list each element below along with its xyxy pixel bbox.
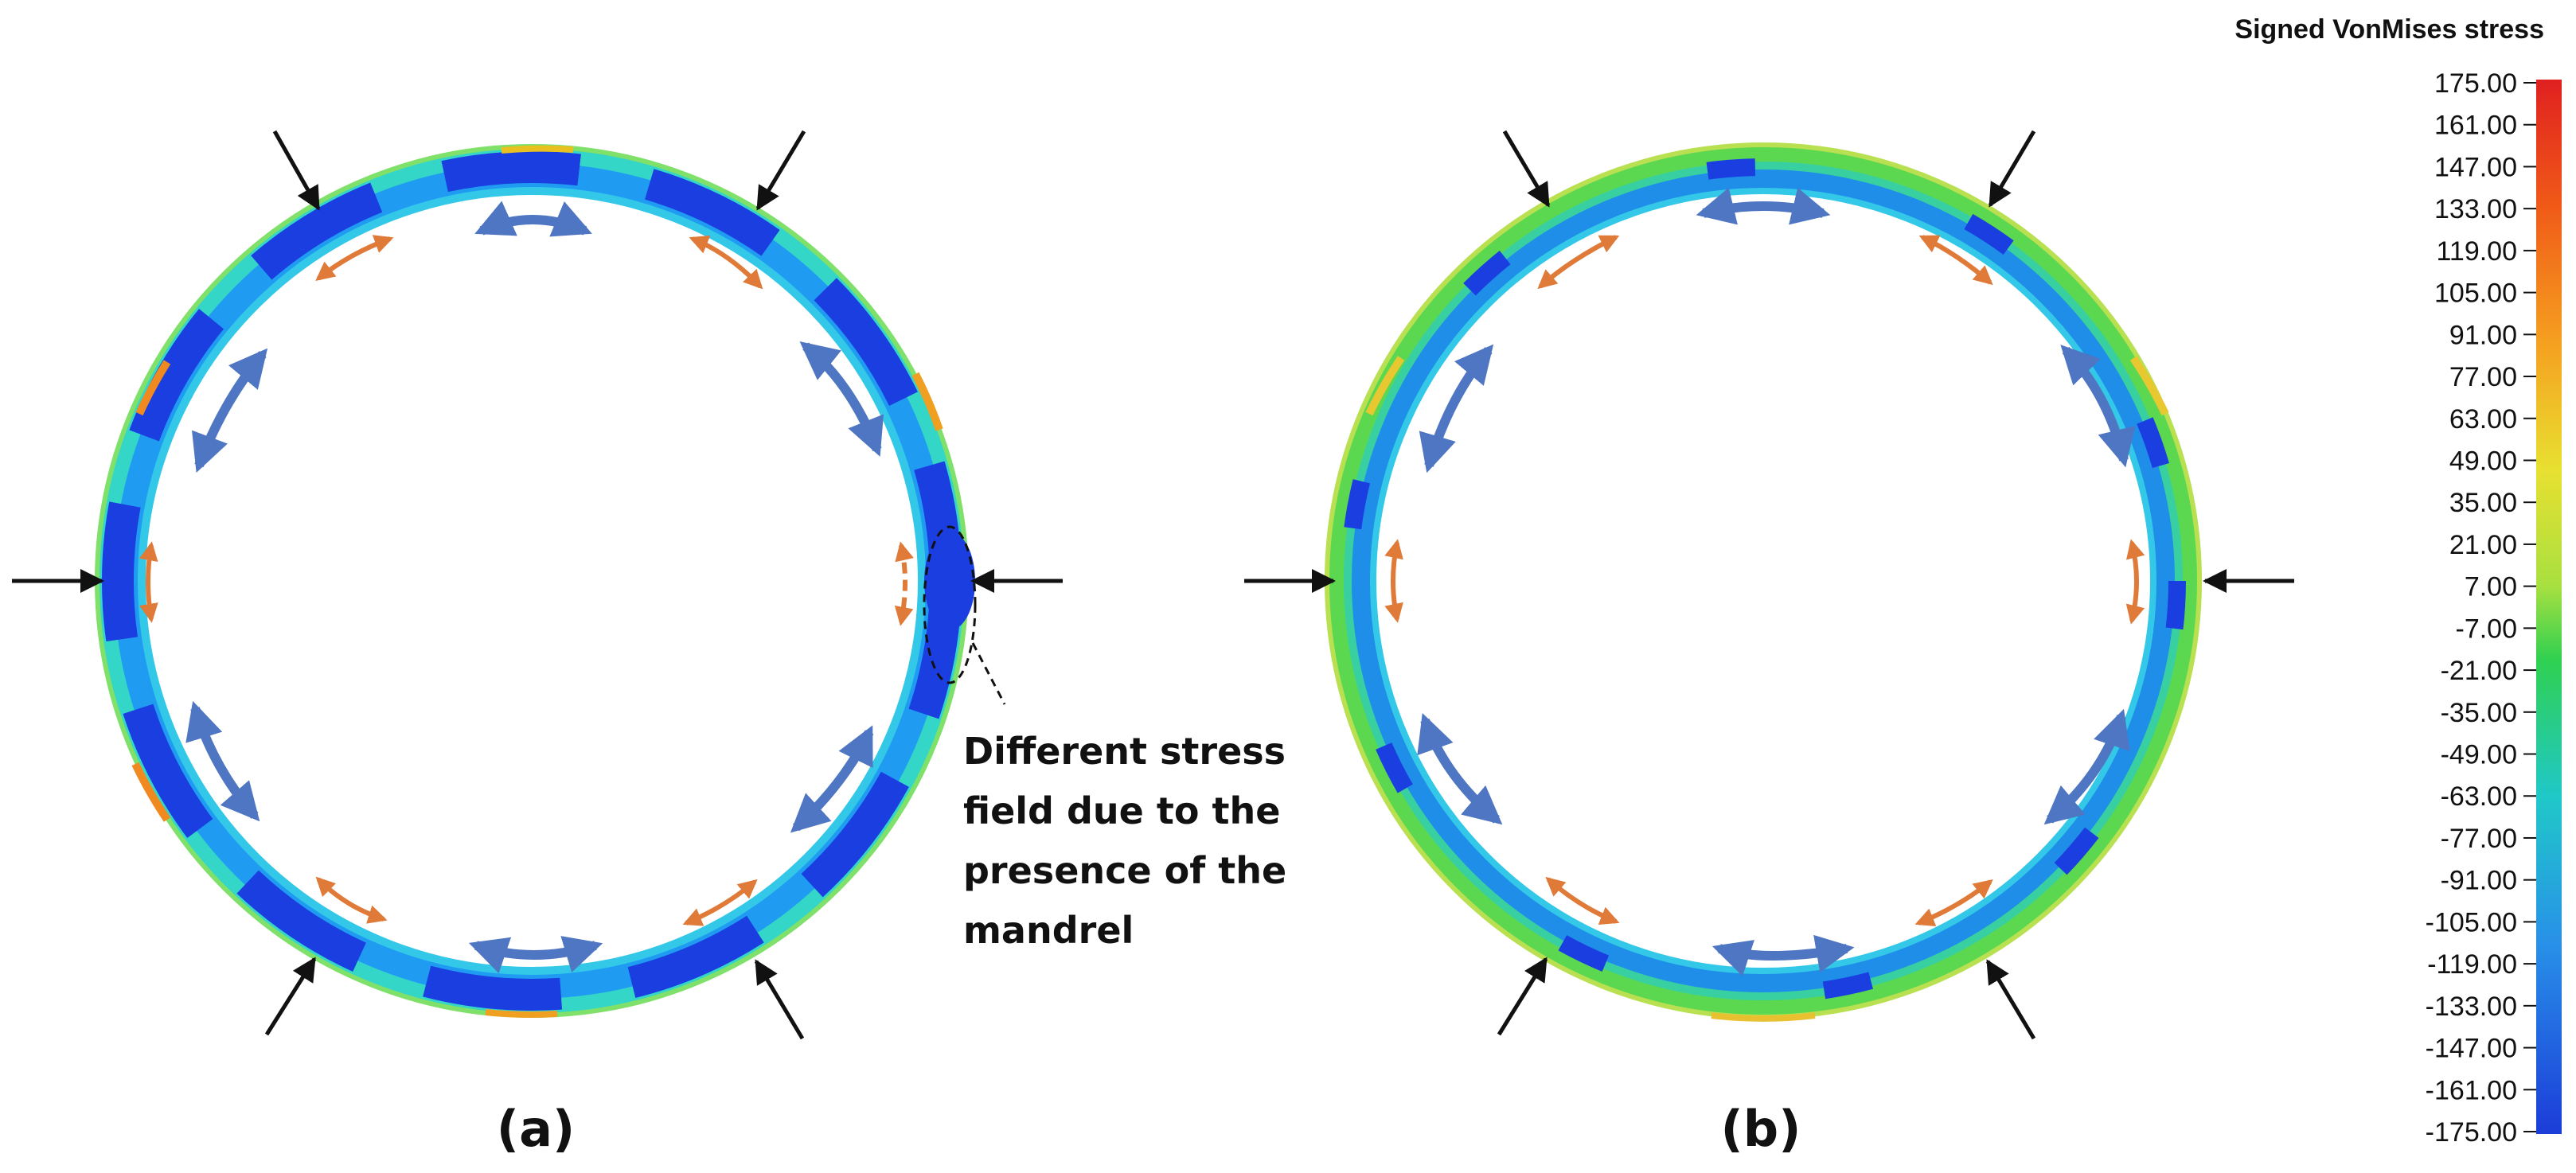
tension-arrow [1537,235,1620,290]
panel-label-b: (b) [1720,1100,1801,1158]
tension-arrow [139,541,158,623]
compression-arrow [192,348,268,473]
legend-tick-label: -7.00 [2456,614,2518,644]
legend-tick-label: -119.00 [2427,949,2517,980]
legend-tick-label: -77.00 [2441,824,2517,854]
annotation-note: Different stress field due to the presen… [963,730,1286,952]
compression-arrow [468,936,603,974]
legend-tick-label: -133.00 [2426,992,2517,1022]
stress-arrows-a [139,201,914,974]
compression-arrow [790,725,874,833]
legend-tick-label: 49.00 [2449,446,2517,476]
legend-tick-label: 35.00 [2449,488,2517,518]
legend-tick-label: 105.00 [2434,279,2517,309]
load-arrow [1497,957,1548,1036]
legend-tick-label: 63.00 [2449,404,2517,435]
annotation-line: field due to the [963,789,1280,832]
annotation-line: mandrel [963,909,1134,952]
stress-arrows-b [1384,187,2145,976]
load-arrow [264,957,317,1036]
load-arrow [1985,959,2036,1040]
load-arrows-a [12,130,1063,1040]
tension-arrow [315,876,388,924]
tension-arrow [682,879,758,926]
stress-legend: Signed VonMises stress 175.00 161.00 147.0… [2234,14,2562,1148]
tension-arrow [689,235,763,290]
legend-tick-label: 91.00 [2449,320,2517,350]
compression-arrow [2043,708,2130,825]
legend-tick-label: -21.00 [2441,656,2517,686]
color-bar [2536,80,2562,1134]
tension-arrow [315,235,394,281]
tension-arrow [1384,539,1403,623]
legend-tick-label: -161.00 [2426,1075,2517,1105]
legend-tick-label: -49.00 [2441,740,2517,770]
tension-arrow [1914,879,1993,927]
legend-title: Signed VonMises stress [2234,14,2544,45]
load-arrow [755,130,806,211]
annotation-line: Different stress [963,730,1286,773]
legend-tick-label: 77.00 [2449,362,2517,392]
legend-ticks: 175.00 161.00 147.00 133.00 119.00 105.00 91.0… [2426,68,2536,1148]
legend-tick-label: -63.00 [2441,781,2517,812]
tension-arrow [894,541,914,626]
legend-tick-label: 161.00 [2434,111,2517,141]
legend-tick-label: 133.00 [2434,194,2517,224]
legend-tick-label: 119.00 [2437,236,2517,267]
compression-arrow [1419,344,1494,473]
legend-tick-label: -35.00 [2441,698,2517,728]
tension-arrow [2125,539,2145,625]
compression-arrow [1711,934,1855,976]
panel-label-a: (a) [497,1100,576,1158]
annotation-line: presence of the [963,849,1286,892]
load-arrow [272,130,321,211]
tension-arrow [1545,876,1620,926]
load-arrows-b [1244,130,2294,1040]
legend-tick-label: 147.00 [2434,152,2517,182]
legend-tick-label: -91.00 [2441,866,2517,896]
legend-tick-label: 7.00 [2465,572,2517,602]
ring-b [1325,142,2202,1022]
tension-arrow [1918,235,1993,286]
legend-tick-label: -105.00 [2426,907,2517,937]
compression-arrow [185,700,260,822]
compression-arrow [474,201,592,237]
load-arrow [1988,130,2036,208]
ring-a [95,144,977,1018]
legend-tick-label: 175.00 [2434,68,2517,99]
load-arrow [754,959,805,1040]
compression-arrow [1417,712,1503,825]
legend-tick-label: 21.00 [2449,530,2517,560]
compression-arrow [799,341,884,457]
annotation-leader [971,642,1006,705]
legend-tick-label: -175.00 [2426,1117,2517,1148]
compression-arrow [1696,187,1831,225]
compression-arrow [2060,345,2136,468]
load-arrow [1502,130,1551,208]
legend-tick-label: -147.00 [2426,1034,2517,1064]
